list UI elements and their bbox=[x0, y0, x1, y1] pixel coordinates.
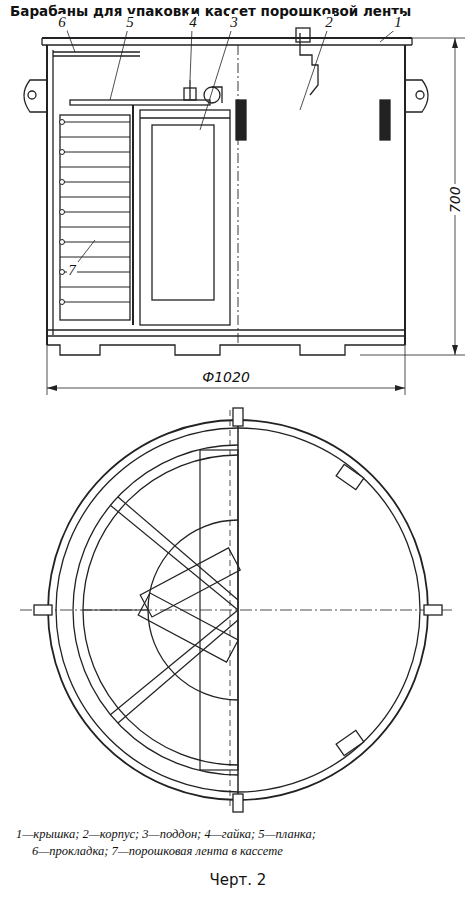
callout-number: 4 bbox=[188, 14, 198, 31]
cassette-layer bbox=[60, 242, 130, 243]
dimension: Ф1020 bbox=[200, 370, 252, 385]
cassette-layer bbox=[60, 167, 130, 168]
cassette-rim bbox=[60, 120, 65, 125]
callout-number: 6 bbox=[57, 14, 67, 31]
cassette-layer bbox=[60, 302, 130, 303]
callout-number: 3 bbox=[229, 14, 239, 31]
legend-note: 1—крышка; 2—корпус; 3—поддон; 4—гайка; 5… bbox=[16, 828, 316, 842]
cassette-layer bbox=[60, 152, 130, 153]
cassette-rim bbox=[60, 210, 65, 215]
cassette-rim bbox=[60, 180, 65, 185]
cassette-layer bbox=[60, 197, 130, 198]
drawing-title: Барабаны для упаковки кассет порошковой … bbox=[10, 4, 411, 19]
legend-note: 6—прокладка; 7—порошковая лента в кассет… bbox=[32, 845, 283, 859]
cassette-rim bbox=[60, 270, 65, 275]
cassette-rim bbox=[60, 300, 65, 305]
cassette-layer bbox=[60, 137, 130, 138]
cassette-layer bbox=[60, 182, 130, 183]
callout-number: 1 bbox=[393, 14, 403, 31]
cassette-rim bbox=[60, 150, 65, 155]
callout-number: 5 bbox=[125, 14, 135, 31]
cassette-layer bbox=[60, 227, 130, 228]
callout-number: 7 bbox=[67, 262, 77, 279]
dimension: 700 bbox=[447, 185, 462, 216]
cassette-rim bbox=[60, 240, 65, 245]
cassette-layer bbox=[60, 122, 130, 123]
figure-caption: Черт. 2 bbox=[210, 872, 267, 889]
cassette-layer bbox=[60, 212, 130, 213]
callout-number: 2 bbox=[324, 14, 334, 31]
cassette-layer bbox=[60, 287, 130, 288]
cassette-layer bbox=[60, 257, 130, 258]
